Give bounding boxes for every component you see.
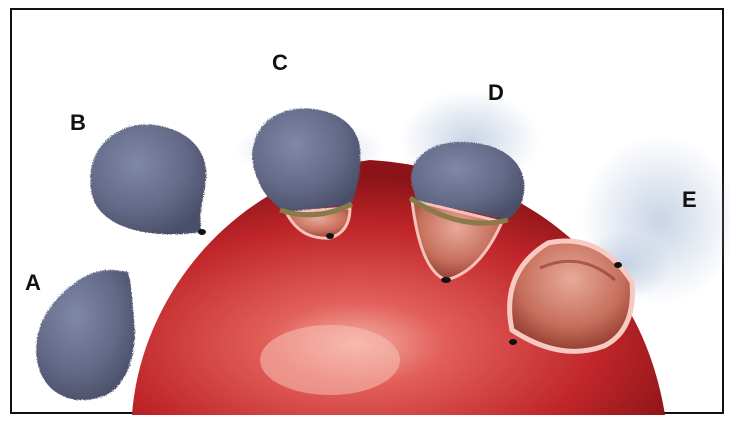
label-b: B: [70, 110, 86, 135]
label-d: D: [488, 80, 504, 105]
pore-dot: [614, 262, 622, 268]
pore-dot: [326, 233, 334, 239]
pore-dot: [441, 277, 451, 283]
pore-dot: [509, 339, 517, 345]
pore-dot: [198, 229, 206, 235]
label-e: E: [682, 187, 697, 212]
label-c: C: [272, 50, 288, 75]
membrane-crater-e: [509, 241, 632, 351]
label-a: A: [25, 270, 41, 295]
